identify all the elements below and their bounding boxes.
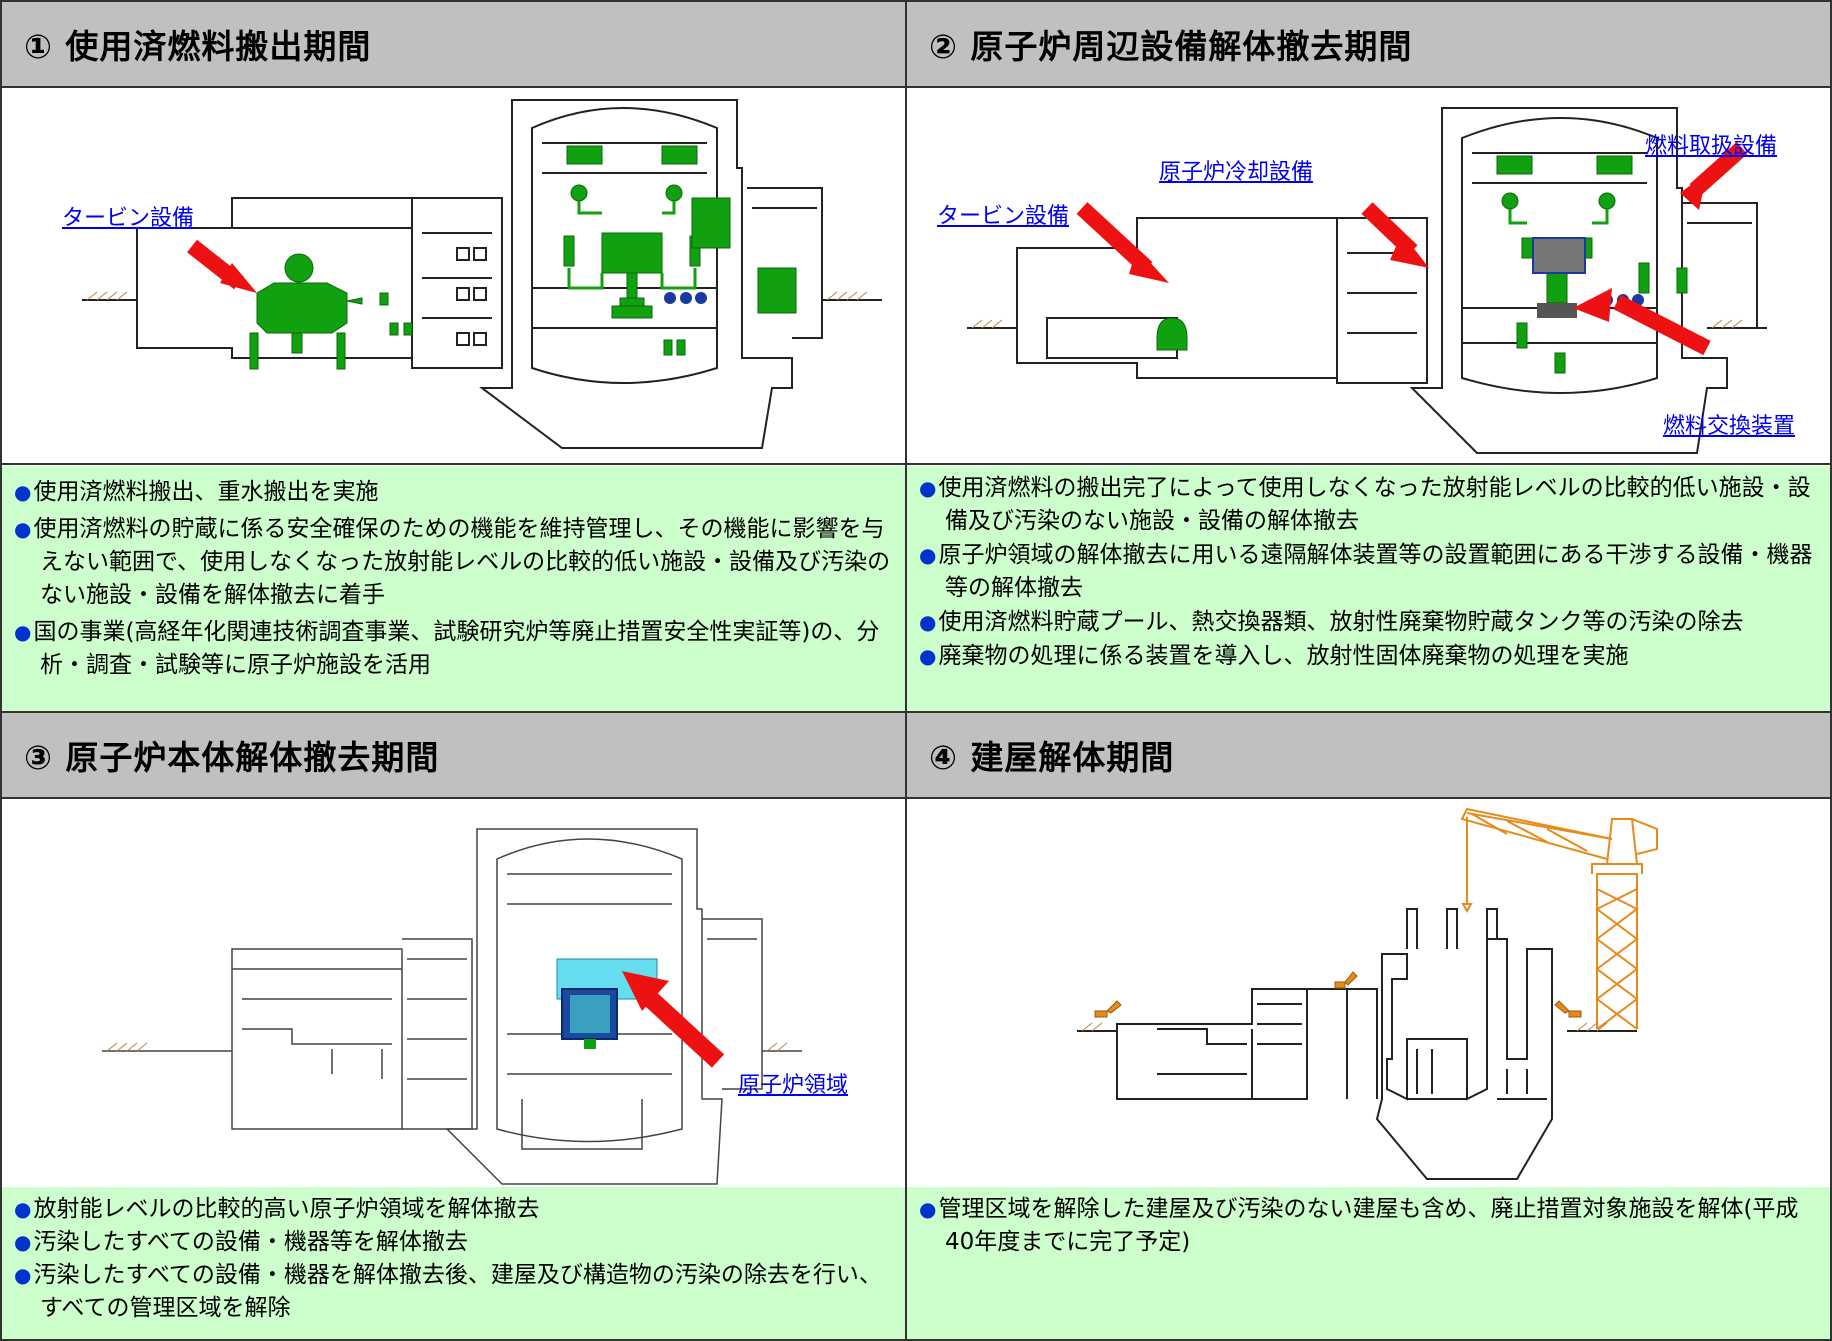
phase-2-plant-cross-section	[967, 107, 1767, 454]
phase-1-header: ① 使用済燃料搬出期間	[2, 2, 905, 88]
phase-3-header: ③ 原子炉本体解体撤去期間	[2, 713, 905, 799]
phase-3-title: ③ 原子炉本体解体撤去期間	[24, 738, 440, 777]
bullet-dot-icon: ●	[919, 476, 937, 500]
bullet-item: ●国の事業(高経年化関連技術調査事業、試験研究炉等廃止措置安全性実証等)の、分析…	[14, 619, 880, 678]
bullet-dot-icon: ●	[14, 1197, 32, 1221]
phase-panel-4: ④ 建屋解体期間	[905, 711, 1832, 1341]
bullet-dot-icon: ●	[14, 1263, 32, 1287]
phase-2-title: ② 原子炉周辺設備解体撤去期間	[929, 27, 1413, 66]
phase-2-header: ② 原子炉周辺設備解体撤去期間	[907, 2, 1830, 88]
phase-2-diagram: 原子炉冷却設備 燃料取扱設備 タービン設備 燃料交換装置	[907, 88, 1830, 465]
bullet-dot-icon: ●	[919, 543, 937, 567]
bullet-item: ●廃棄物の処理に係る装置を導入し、放射性固体廃棄物の処理を実施	[919, 643, 1629, 669]
reactor-region-link[interactable]: 原子炉領域	[738, 1073, 849, 1098]
phase-1-description: ●使用済燃料搬出、重水搬出を実施 ●使用済燃料の貯蔵に係る安全確保のための機能を…	[2, 466, 905, 711]
phase-1-plant-cross-section	[82, 99, 882, 449]
phase-4-diagram	[907, 799, 1830, 1191]
bullet-item: ●管理区域を解除した建屋及び汚染のない建屋も含め、廃止措置対象施設を解体(平成4…	[919, 1196, 1799, 1255]
refueling-machine-link[interactable]: 燃料交換装置	[1663, 414, 1796, 439]
bullet-dot-icon: ●	[919, 1197, 937, 1221]
bullet-item: ●使用済燃料の貯蔵に係る安全確保のための機能を維持管理し、その機能に影響を与えな…	[14, 516, 891, 608]
phase-4-title: ④ 建屋解体期間	[929, 738, 1175, 777]
phase-3-plant-cross-section	[102, 828, 802, 1185]
phase-4-header: ④ 建屋解体期間	[907, 713, 1830, 799]
bullet-item: ●使用済燃料搬出、重水搬出を実施	[14, 479, 379, 505]
phase-3-description: ●放射能レベルの比較的高い原子炉領域を解体撤去 ●汚染したすべての設備・機器等を…	[2, 1187, 905, 1339]
turbine-equipment-link[interactable]: タービン設備	[62, 206, 195, 231]
phase-panel-2: ② 原子炉周辺設備解体撤去期間	[905, 0, 1832, 713]
bullet-dot-icon: ●	[919, 644, 937, 668]
bullet-dot-icon: ●	[14, 517, 32, 541]
phase-panel-1: ① 使用済燃料搬出期間	[0, 0, 907, 713]
bullet-item: ●使用済燃料貯蔵プール、熱交換器類、放射性廃棄物貯蔵タンク等の汚染の除去	[919, 609, 1744, 635]
bullet-item: ●使用済燃料の搬出完了によって使用しなくなった放射能レベルの比較的低い施設・設備…	[919, 475, 1811, 534]
bullet-item: ●原子炉領域の解体撤去に用いる遠隔解体装置等の設置範囲にある干渉する設備・機器等…	[919, 542, 1813, 601]
bullet-dot-icon: ●	[14, 1230, 32, 1254]
phase-1-diagram: タービン設備	[2, 88, 905, 465]
bullet-dot-icon: ●	[14, 620, 32, 644]
turbine-equipment-link[interactable]: タービン設備	[937, 204, 1070, 229]
phase-4-building-demolition	[1077, 807, 1658, 1180]
bullet-dot-icon: ●	[919, 610, 937, 634]
bullet-item: ●汚染したすべての設備・機器等を解体撤去	[14, 1229, 468, 1255]
phase-2-description: ●使用済燃料の搬出完了によって使用しなくなった放射能レベルの比較的低い施設・設備…	[907, 466, 1830, 711]
fuel-handling-equipment-link[interactable]: 燃料取扱設備	[1645, 134, 1778, 159]
phase-4-description: ●管理区域を解除した建屋及び汚染のない建屋も含め、廃止措置対象施設を解体(平成4…	[907, 1187, 1830, 1339]
bullet-item: ●汚染したすべての設備・機器を解体撤去後、建屋及び構造物の汚染の除去を行い、すべ…	[14, 1262, 882, 1321]
phase-3-diagram: 原子炉領域	[2, 799, 905, 1191]
reactor-cooling-equipment-link[interactable]: 原子炉冷却設備	[1159, 160, 1314, 185]
bullet-dot-icon: ●	[14, 480, 32, 504]
phase-1-title: ① 使用済燃料搬出期間	[24, 27, 372, 66]
phase-panel-3: ③ 原子炉本体解体撤去期間	[0, 711, 907, 1341]
bullet-item: ●放射能レベルの比較的高い原子炉領域を解体撤去	[14, 1196, 540, 1222]
